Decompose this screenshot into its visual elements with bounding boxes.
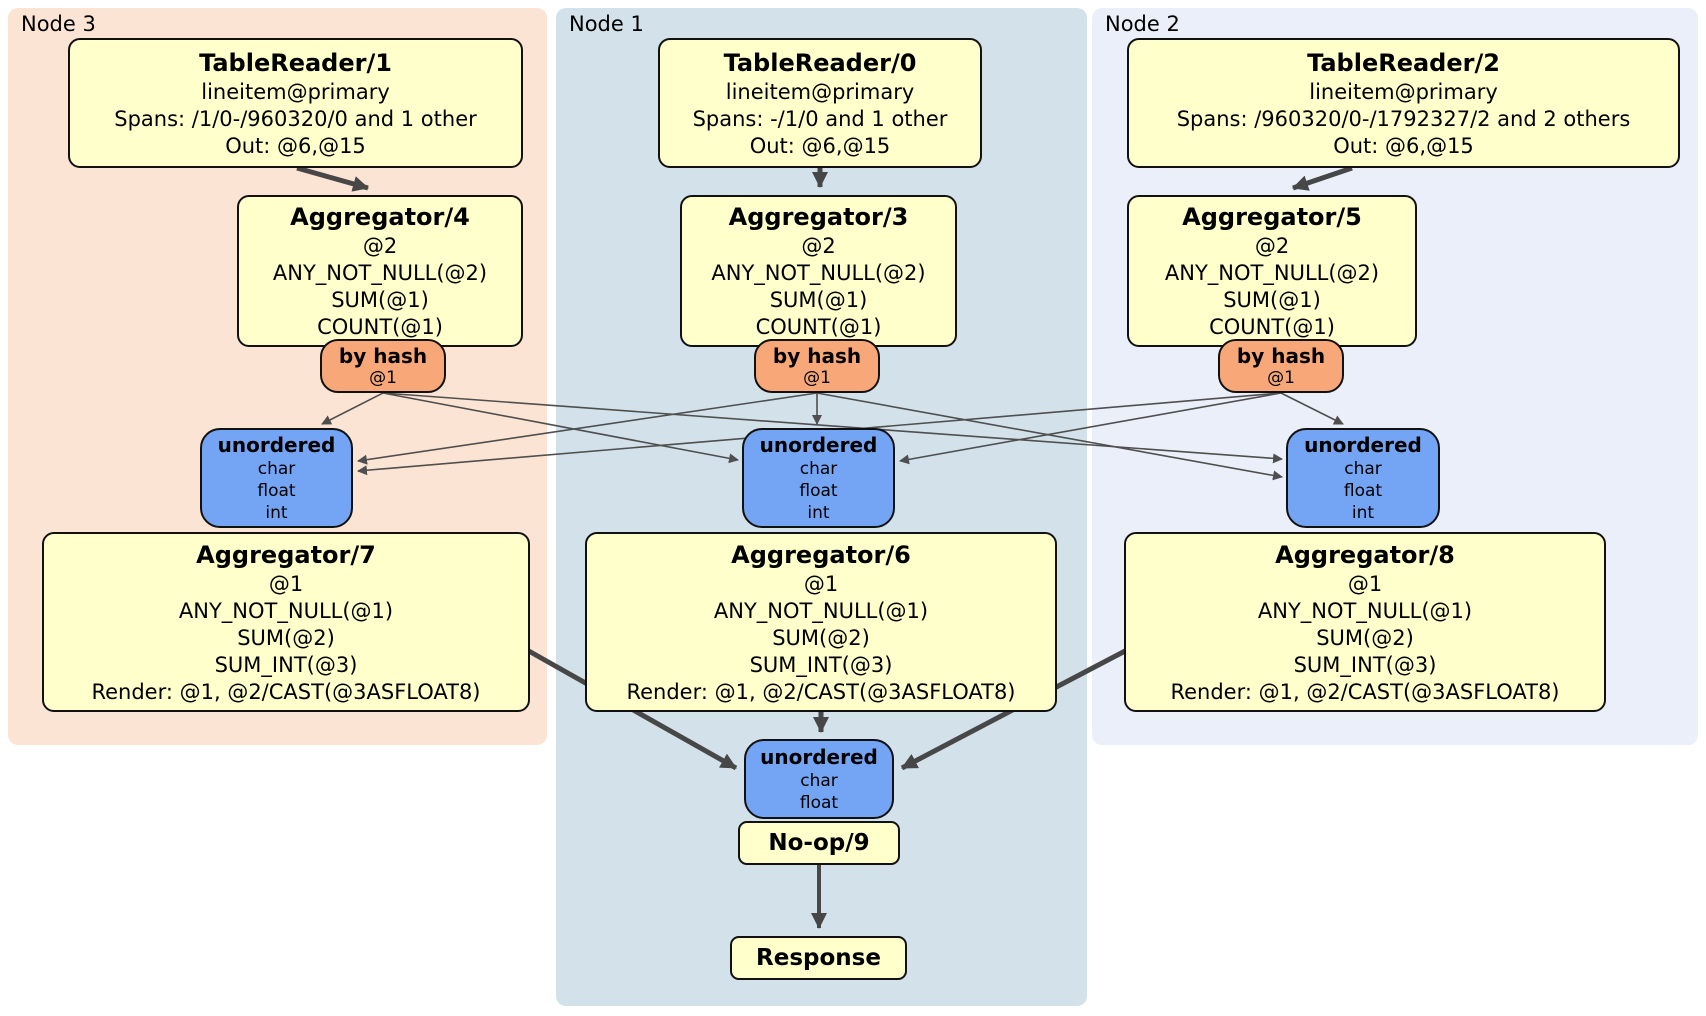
sync-column: char: [257, 459, 296, 479]
sync-column: char: [799, 459, 838, 479]
processor-title: Aggregator/7: [196, 540, 376, 569]
router-detail: @1: [803, 368, 831, 388]
router-detail: @1: [1267, 368, 1295, 388]
sync-column: float: [1343, 481, 1383, 501]
router-detail: @1: [369, 368, 397, 388]
index-line: lineitem@primary: [725, 79, 915, 104]
group-cols-line: @1: [1347, 571, 1383, 596]
processor-title: TableReader/2: [1307, 48, 1500, 77]
hash-router-node2: by hash @1: [1218, 339, 1344, 393]
agg-expr-line: SUM(@2): [772, 625, 870, 650]
agg-expr-line: COUNT(@1): [755, 315, 882, 339]
render-line: Render: @1, @2/CAST(@3ASFLOAT8): [626, 679, 1016, 704]
sync-column: char: [800, 771, 838, 791]
processor-title: Aggregator/3: [728, 203, 909, 231]
sync-column: float: [799, 793, 839, 813]
edge-tablereader1-aggregator4: [296, 165, 369, 192]
noop-box: No-op/9: [738, 821, 900, 865]
render-line: Render: @1, @2/CAST(@3ASFLOAT8): [91, 679, 481, 704]
aggregator-4-box: Aggregator/4 @2 ANY_NOT_NULL(@2) SUM(@1)…: [237, 195, 523, 347]
agg-expr-line: SUM(@2): [1316, 625, 1414, 650]
group-cols-line: @2: [1254, 234, 1290, 258]
group-cols-line: @2: [362, 234, 398, 258]
spans-line: Spans: /960320/0-/1792327/2 and 2 others: [1176, 106, 1631, 131]
processor-title: TableReader/0: [723, 48, 917, 77]
hash-router-node1: by hash @1: [754, 339, 880, 393]
group-cols-line: @1: [268, 571, 304, 596]
sync-column: int: [1351, 503, 1375, 523]
edge-router1-sync3: [357, 392, 818, 465]
aggregator-5-box: Aggregator/5 @2 ANY_NOT_NULL(@2) SUM(@1)…: [1127, 195, 1417, 347]
sync-title: unordered: [759, 433, 878, 457]
tablereader-2-box: TableReader/2 lineitem@primary Spans: /9…: [1127, 38, 1680, 168]
aggregator-6-box: Aggregator/6 @1 ANY_NOT_NULL(@1) SUM(@2)…: [585, 532, 1057, 712]
edge-router2-sync2: [1280, 392, 1344, 425]
edge-router2-sync1: [899, 392, 1282, 465]
node2-panel-label: Node 2: [1105, 12, 1180, 36]
agg-expr-line: SUM_INT(@3): [749, 652, 893, 677]
sync-title: unordered: [760, 745, 878, 769]
out-line: Out: @6,@15: [225, 133, 366, 158]
unordered-sync-node3: unordered char float int: [200, 428, 353, 528]
tablereader-1-box: TableReader/1 lineitem@primary Spans: /1…: [68, 38, 523, 168]
edge-router3-sync2: [382, 392, 1283, 464]
agg-expr-line: SUM(@1): [331, 288, 429, 312]
router-title: by hash: [1236, 344, 1326, 368]
processor-title: No-op/9: [768, 830, 870, 856]
node1-panel-label: Node 1: [569, 12, 644, 36]
agg-expr-line: COUNT(@1): [1209, 315, 1335, 339]
aggregator-3-box: Aggregator/3 @2 ANY_NOT_NULL(@2) SUM(@1)…: [680, 195, 957, 347]
out-line: Out: @6,@15: [1333, 133, 1474, 158]
processor-title: Response: [756, 945, 881, 971]
hash-router-node3: by hash @1: [320, 339, 446, 393]
agg-expr-line: ANY_NOT_NULL(@1): [178, 598, 394, 623]
unordered-sync-node1: unordered char float int: [742, 428, 895, 528]
processor-title: Aggregator/4: [290, 203, 470, 231]
unordered-sync-node2: unordered char float int: [1286, 428, 1440, 528]
router-title: by hash: [338, 344, 428, 368]
agg-expr-line: ANY_NOT_NULL(@2): [711, 261, 926, 285]
sync-column: float: [799, 481, 838, 501]
response-box: Response: [730, 936, 907, 980]
out-line: Out: @6,@15: [749, 133, 891, 158]
agg-expr-line: SUM_INT(@3): [214, 652, 358, 677]
agg-expr-line: SUM(@1): [1223, 288, 1321, 312]
edge-tablereader2-aggregator5: [1292, 165, 1353, 191]
processor-title: Aggregator/5: [1182, 203, 1362, 231]
edge-router3-sync1: [382, 392, 739, 464]
sync-column: float: [257, 481, 296, 501]
sync-title: unordered: [1304, 433, 1422, 457]
spans-line: Spans: /1/0-/960320/0 and 1 other: [114, 106, 477, 131]
group-cols-line: @2: [801, 234, 836, 258]
spans-line: Spans: -/1/0 and 1 other: [692, 106, 948, 131]
router-title: by hash: [772, 344, 862, 368]
sync-column: char: [1344, 459, 1382, 479]
sync-title: unordered: [217, 433, 336, 457]
node3-panel-label: Node 3: [21, 12, 96, 36]
agg-expr-line: ANY_NOT_NULL(@2): [272, 261, 488, 285]
tablereader-0-box: TableReader/0 lineitem@primary Spans: -/…: [658, 38, 982, 168]
processor-title: Aggregator/6: [731, 540, 911, 569]
render-line: Render: @1, @2/CAST(@3ASFLOAT8): [1170, 679, 1560, 704]
agg-expr-line: ANY_NOT_NULL(@1): [713, 598, 929, 623]
agg-expr-line: ANY_NOT_NULL(@1): [1257, 598, 1473, 623]
index-line: lineitem@primary: [1309, 79, 1498, 104]
agg-expr-line: SUM(@1): [769, 288, 868, 312]
index-line: lineitem@primary: [201, 79, 390, 104]
unordered-sync-final: unordered char float: [744, 739, 894, 819]
agg-expr-line: COUNT(@1): [317, 315, 443, 339]
agg-expr-line: SUM_INT(@3): [1293, 652, 1437, 677]
processor-title: TableReader/1: [199, 48, 392, 77]
group-cols-line: @1: [803, 571, 839, 596]
agg-expr-line: SUM(@2): [237, 625, 335, 650]
processor-title: Aggregator/8: [1275, 540, 1455, 569]
aggregator-8-box: Aggregator/8 @1 ANY_NOT_NULL(@1) SUM(@2)…: [1124, 532, 1606, 712]
edge-router3-sync3: [321, 392, 384, 425]
sync-column: int: [265, 503, 288, 523]
agg-expr-line: ANY_NOT_NULL(@2): [1164, 261, 1380, 285]
aggregator-7-box: Aggregator/7 @1 ANY_NOT_NULL(@1) SUM(@2)…: [42, 532, 530, 712]
sync-column: int: [807, 503, 830, 523]
